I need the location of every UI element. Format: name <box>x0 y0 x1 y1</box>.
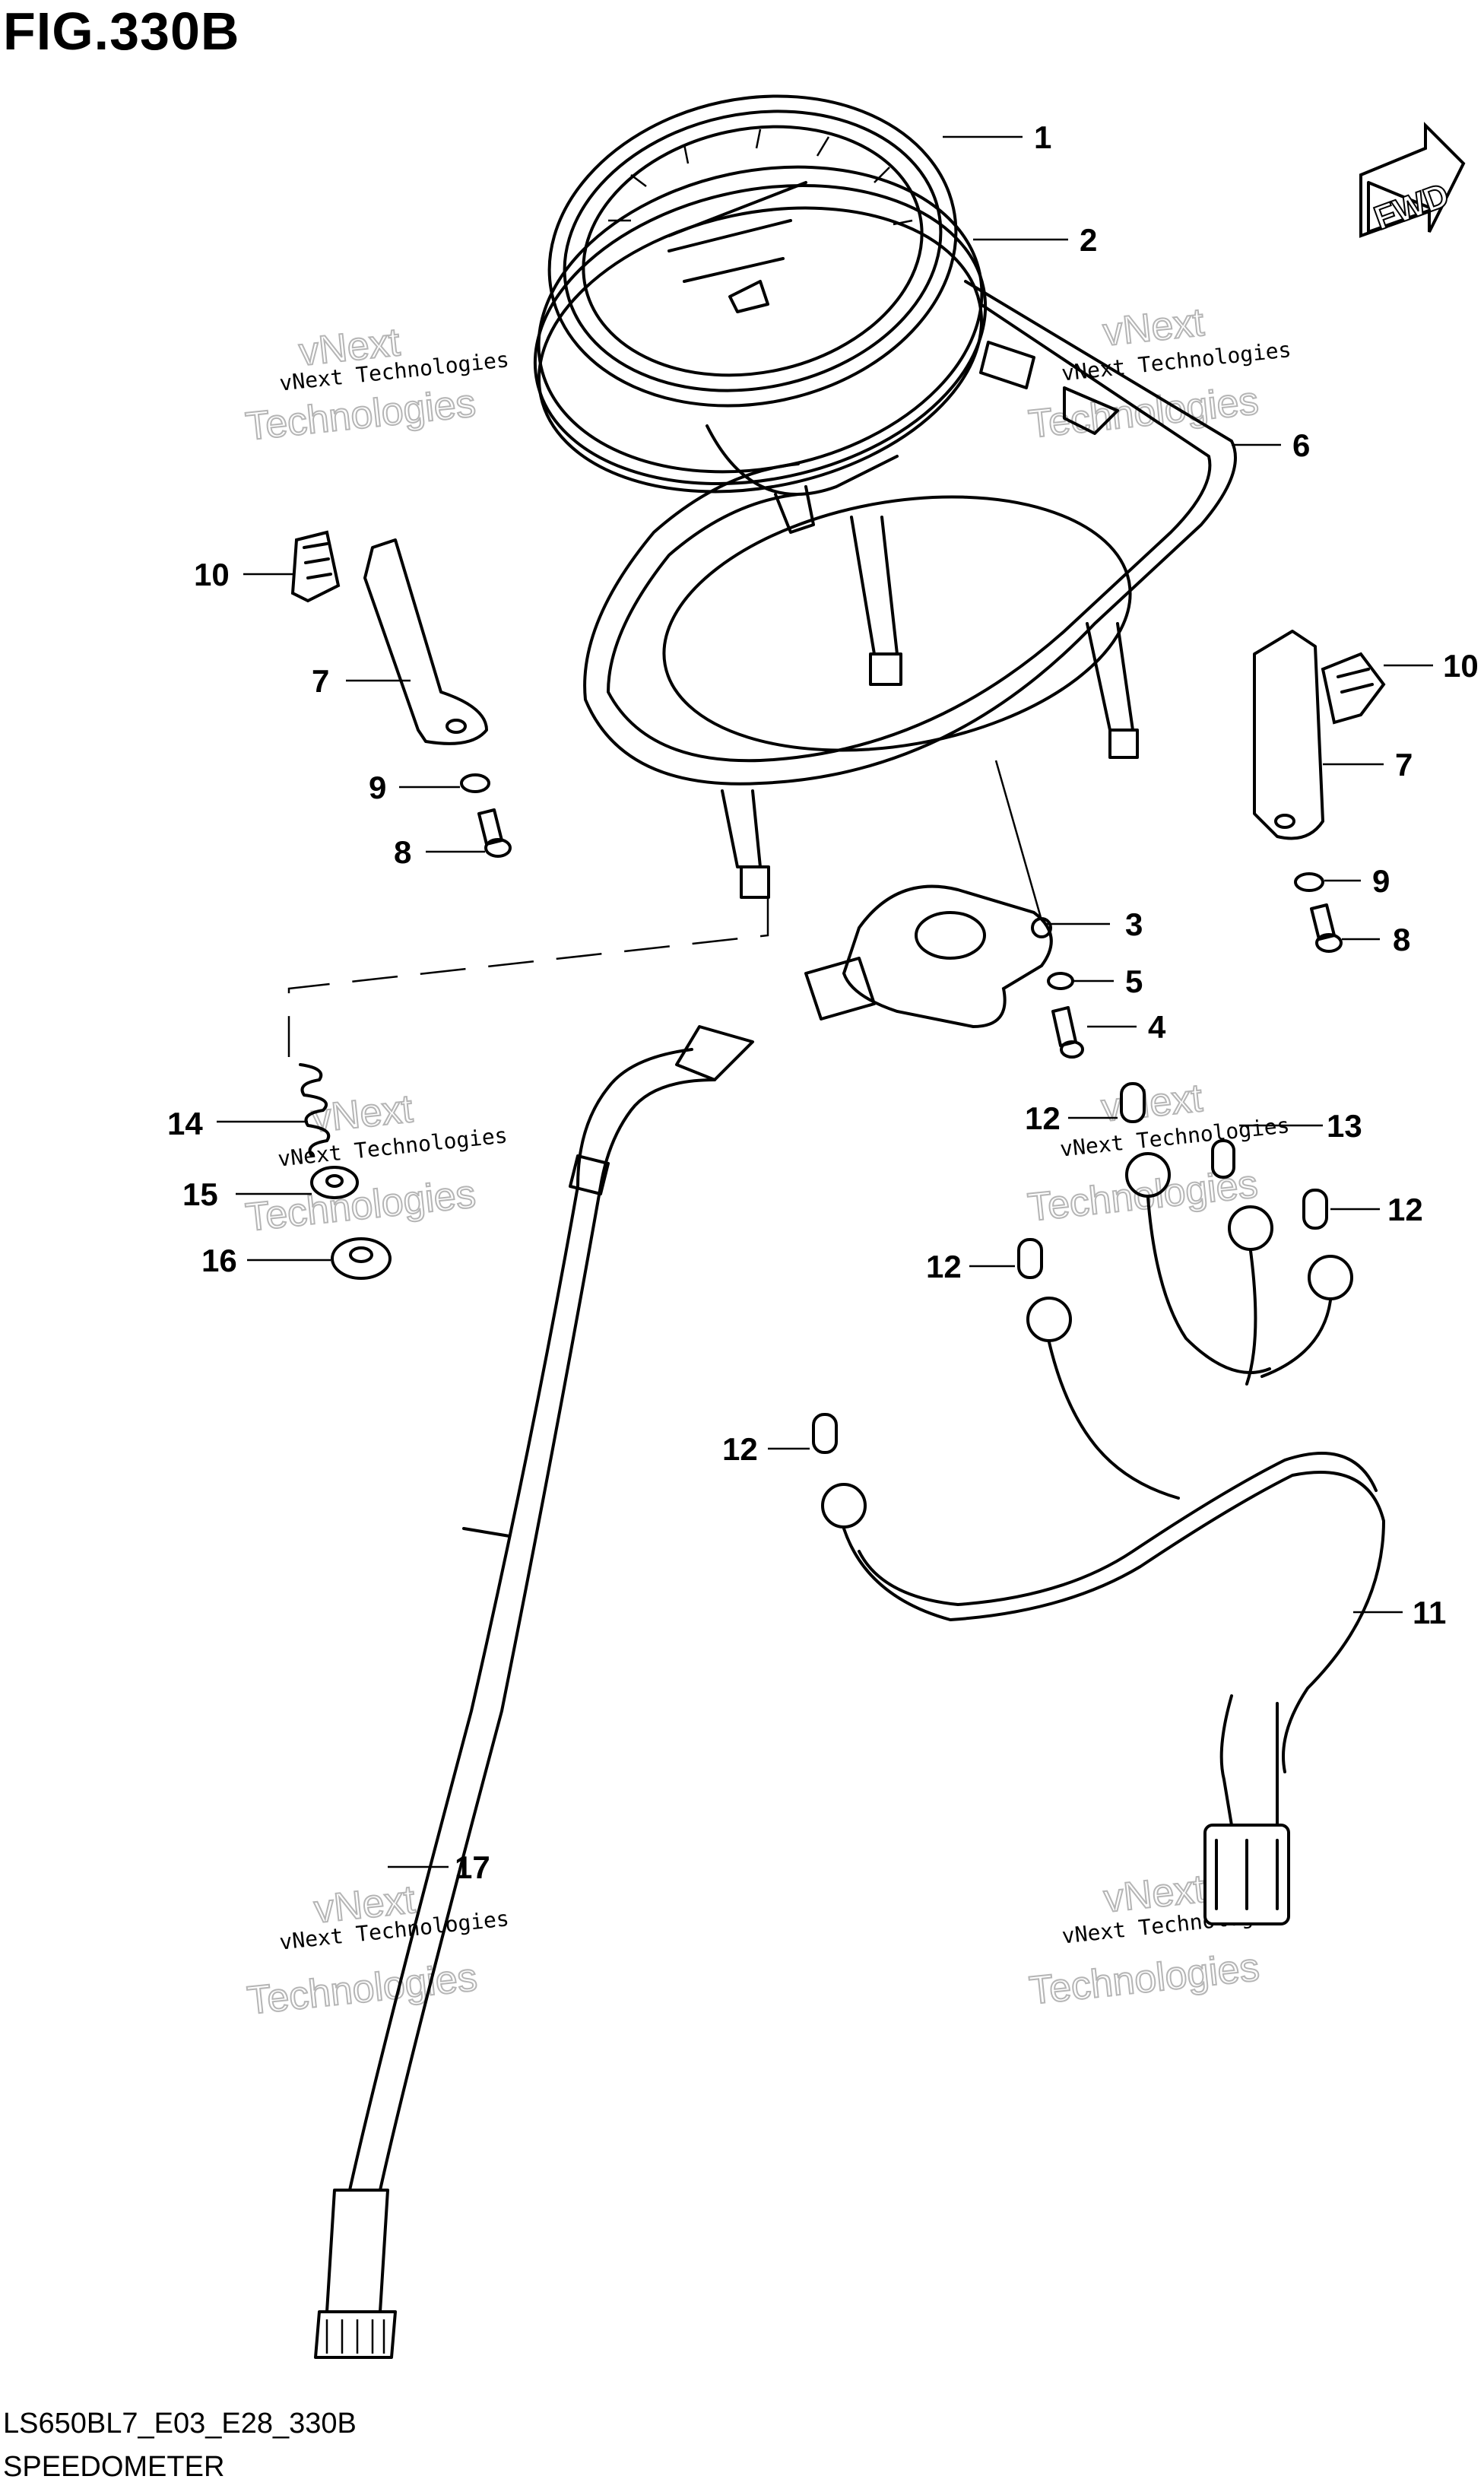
bulb-12b <box>1302 1189 1328 1230</box>
callout-14: 14 <box>167 1106 308 1141</box>
bulb-12d <box>812 1413 838 1454</box>
svg-text:4: 4 <box>1148 1009 1166 1045</box>
svg-text:13: 13 <box>1327 1108 1362 1144</box>
leader-dashed <box>287 760 1043 1057</box>
svg-text:17: 17 <box>455 1849 490 1885</box>
washer-9-left <box>460 773 490 793</box>
washer-15 <box>310 1166 359 1199</box>
screw-4 <box>1051 1006 1084 1059</box>
callouts: 1 2 6 3 5 4 10 7 <box>167 119 1479 1885</box>
callout-11: 11 <box>1353 1595 1446 1630</box>
bolt-8-left <box>477 808 512 858</box>
callout-2: 2 <box>973 222 1097 258</box>
clip-10-left <box>290 530 341 603</box>
callout-15: 15 <box>182 1176 312 1212</box>
svg-text:15: 15 <box>182 1176 218 1212</box>
svg-text:Technologies: Technologies <box>243 1172 477 1240</box>
grommet-16 <box>331 1237 392 1280</box>
callout-12b: 12 <box>1330 1192 1423 1227</box>
callout-9-right: 9 <box>1324 863 1390 899</box>
svg-text:12: 12 <box>1025 1100 1061 1136</box>
washer-5 <box>1047 972 1074 990</box>
callout-17: 17 <box>388 1849 490 1885</box>
watermark-group: vNext Technologies vNext Technologies vN… <box>243 300 1292 2024</box>
figure-title: FIG.330B <box>3 2 240 61</box>
callout-16: 16 <box>201 1243 331 1278</box>
watermark-4: vNext Technologies vNext Technologies <box>1025 1075 1291 1230</box>
bulb-12a <box>1120 1082 1146 1123</box>
speedometer-gauge <box>533 94 988 534</box>
svg-text:14: 14 <box>167 1106 203 1141</box>
watermark-5: vNext Technologies vNext Technologies <box>244 1877 510 2024</box>
svg-text:vNext: vNext <box>1099 1076 1205 1131</box>
svg-text:Technologies: Technologies <box>1027 1945 1261 2013</box>
bulbs <box>812 1082 1328 1454</box>
svg-text:8: 8 <box>1393 922 1410 957</box>
meter-bracket <box>583 280 1237 899</box>
callout-8-right: 8 <box>1342 922 1410 957</box>
callout-10-left: 10 <box>194 557 293 592</box>
svg-text:vNext: vNext <box>1101 300 1207 355</box>
svg-text:6: 6 <box>1292 427 1310 463</box>
callout-3: 3 <box>1045 906 1143 942</box>
svg-text:5: 5 <box>1125 963 1143 999</box>
callout-4: 4 <box>1087 1009 1166 1045</box>
svg-text:11: 11 <box>1413 1595 1446 1630</box>
callout-10-right: 10 <box>1384 648 1479 684</box>
wiring-harness <box>821 1152 1385 1925</box>
fwd-arrow-icon: FWD <box>1359 122 1466 238</box>
svg-text:1: 1 <box>1034 119 1051 155</box>
watermark-3: vNext Technologies vNext Technologies <box>243 1086 509 1240</box>
callout-7-left: 7 <box>312 663 411 699</box>
bracket-7-right <box>1253 630 1324 840</box>
svg-text:Technologies: Technologies <box>243 381 477 449</box>
bulb-13 <box>1211 1139 1235 1179</box>
callout-7-right: 7 <box>1323 747 1413 783</box>
svg-text:12: 12 <box>722 1431 758 1467</box>
svg-text:12: 12 <box>926 1249 962 1284</box>
speedometer-gearbox <box>804 884 1053 1029</box>
watermark-1: vNext Technologies vNext Technologies <box>243 319 510 450</box>
svg-text:8: 8 <box>394 834 411 870</box>
callout-9-left: 9 <box>369 770 460 805</box>
svg-text:vNext: vNext <box>309 1087 415 1141</box>
callout-1: 1 <box>943 119 1051 155</box>
callout-12c: 12 <box>926 1249 1015 1284</box>
section-name: SPEEDOMETER <box>3 2451 225 2483</box>
callout-8-left: 8 <box>394 834 485 870</box>
svg-text:3: 3 <box>1125 906 1143 942</box>
model-code: LS650BL7_E03_E28_330B <box>3 2408 357 2440</box>
svg-text:10: 10 <box>194 557 230 592</box>
svg-text:9: 9 <box>369 770 386 805</box>
svg-text:16: 16 <box>201 1243 237 1278</box>
callout-5: 5 <box>1072 963 1143 999</box>
spring-14 <box>299 1063 331 1157</box>
callout-13: 13 <box>1239 1108 1362 1144</box>
speedometer-cable <box>314 1025 754 2359</box>
callout-12d: 12 <box>722 1431 810 1467</box>
clip-10-right <box>1321 652 1386 725</box>
svg-text:12: 12 <box>1387 1192 1423 1227</box>
svg-text:Technologies: Technologies <box>245 1955 479 2023</box>
bracket-7-left <box>363 538 488 745</box>
svg-text:10: 10 <box>1443 648 1479 684</box>
svg-text:9: 9 <box>1372 863 1390 899</box>
svg-text:2: 2 <box>1080 222 1097 258</box>
bulb-12c <box>1017 1238 1043 1279</box>
svg-text:7: 7 <box>1395 747 1413 783</box>
bolt-8-right <box>1310 903 1343 953</box>
callout-6: 6 <box>1232 427 1310 463</box>
svg-text:7: 7 <box>312 663 329 699</box>
callout-12a: 12 <box>1025 1100 1118 1136</box>
washer-9-right <box>1294 872 1324 892</box>
